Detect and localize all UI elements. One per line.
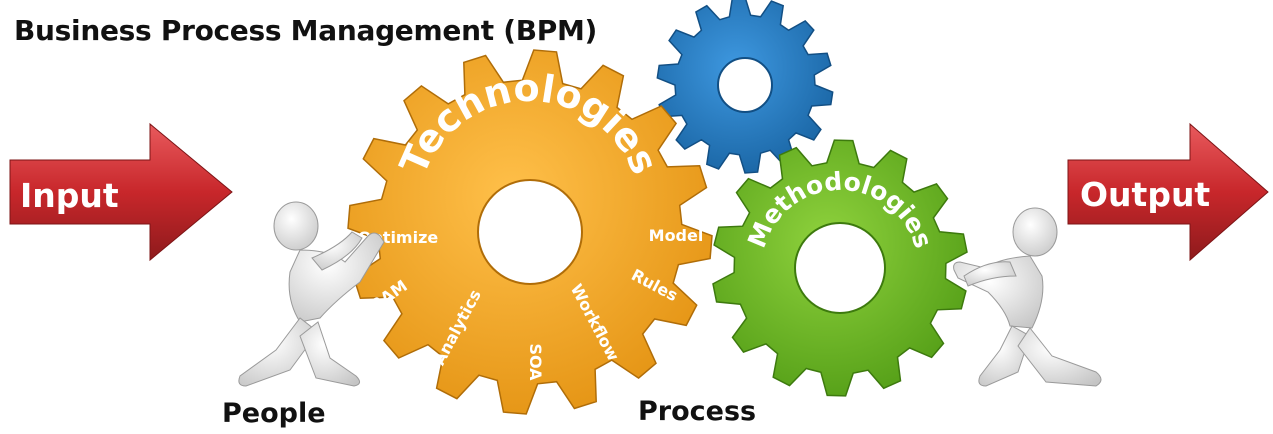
output-arrow: Output <box>1067 122 1269 262</box>
page-title: Business Process Management (BPM) <box>14 14 598 47</box>
methodologies-gear: Methodologies <box>712 139 968 397</box>
people-caption: People <box>222 398 326 429</box>
process-caption: Process <box>638 396 757 427</box>
output-label: Output <box>1080 175 1210 214</box>
right-person-figure <box>953 207 1102 387</box>
technologies-item-soa: SOA <box>526 343 545 381</box>
input-arrow: Input <box>9 122 233 262</box>
blue-gear <box>656 0 834 174</box>
left-person-figure <box>238 201 385 387</box>
technologies-item-model: Model <box>649 226 704 245</box>
input-label: Input <box>20 176 119 215</box>
